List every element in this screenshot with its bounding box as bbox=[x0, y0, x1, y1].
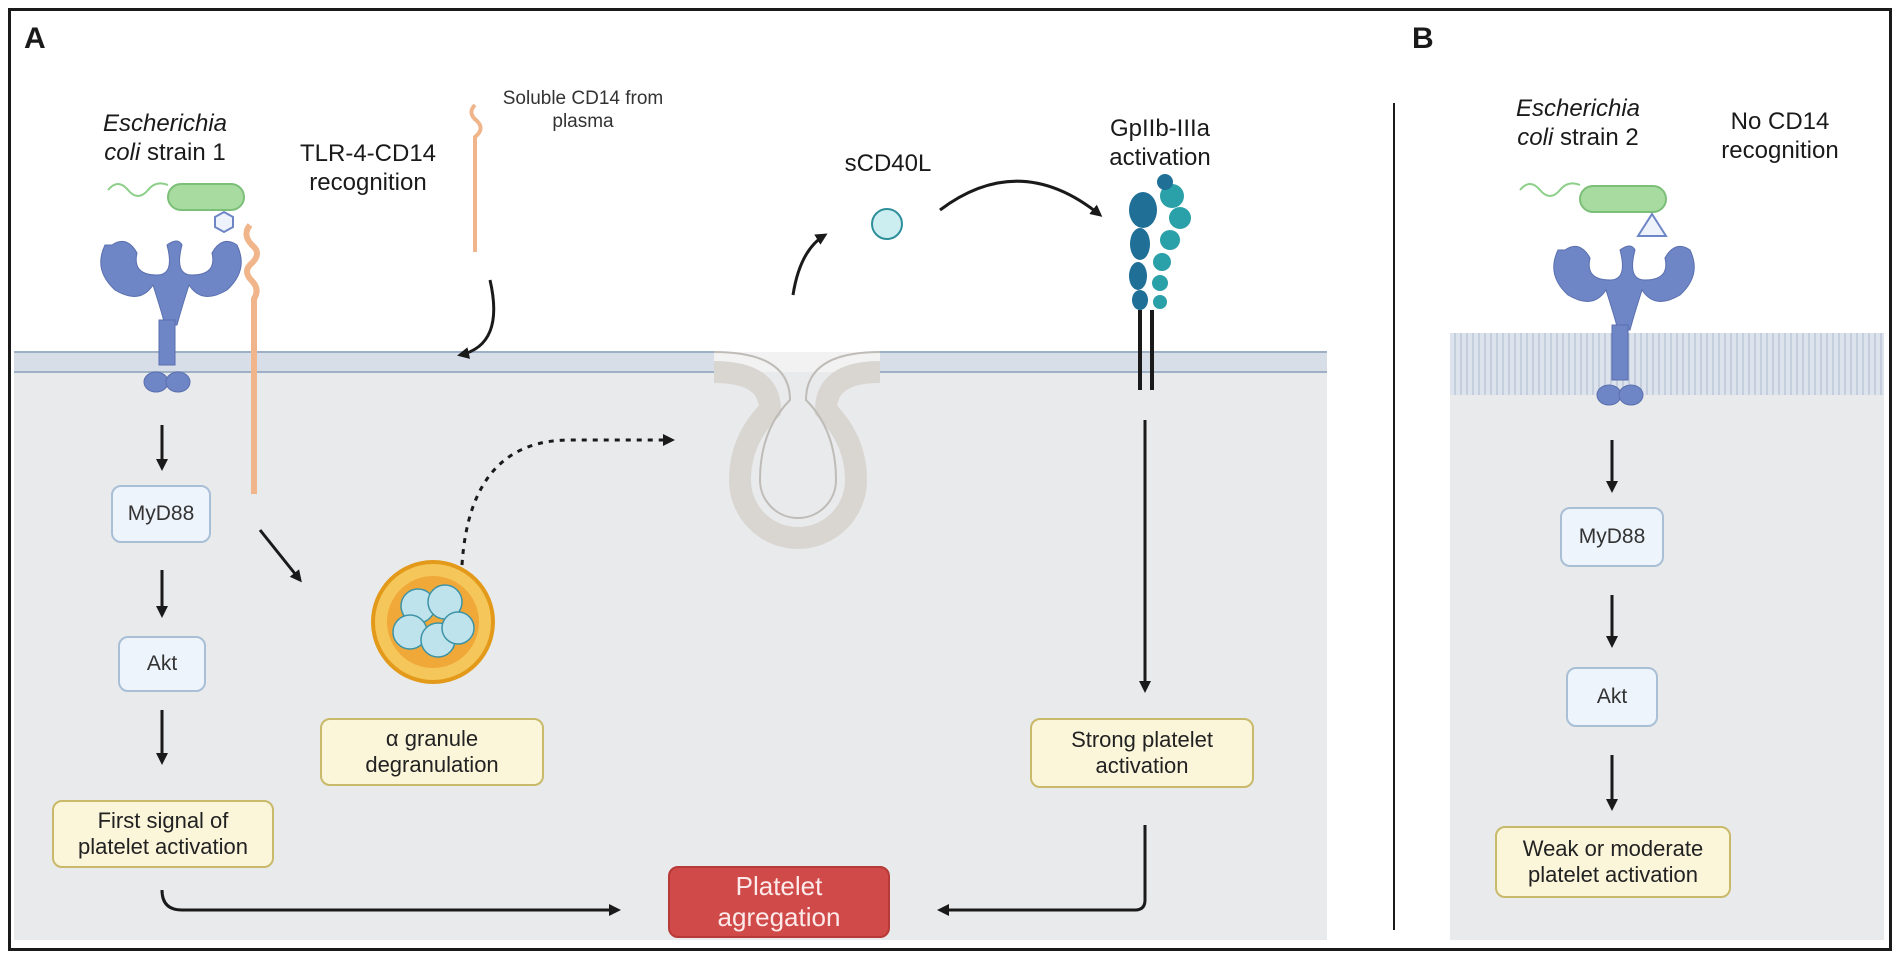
ecoli-strain-1-label: Escherichia coli strain 1 bbox=[102, 110, 228, 166]
myd88-box-a: MyD88 bbox=[111, 485, 211, 543]
scd40l-molecule bbox=[871, 208, 903, 240]
panel-letter-a: A bbox=[24, 22, 46, 55]
ecoli-strain-2-label: Escherichia coli strain 2 bbox=[1515, 95, 1641, 151]
cd14-soluble bbox=[469, 103, 483, 252]
membrane-b bbox=[1450, 333, 1884, 395]
tlr4-receptor-b bbox=[1553, 245, 1695, 406]
panel-letter-b: B bbox=[1412, 22, 1434, 55]
ecoli-strain-2 bbox=[1519, 182, 1668, 237]
membrane-a-left bbox=[14, 352, 714, 372]
alpha-granule bbox=[371, 560, 495, 684]
gpiib-iiia-integrin bbox=[1129, 174, 1191, 390]
myd88-box-b: MyD88 bbox=[1560, 507, 1664, 567]
ecoli-strain-1 bbox=[107, 182, 245, 234]
soluble-cd14-label: Soluble CD14 from plasma bbox=[502, 88, 664, 132]
scd40l-label: sCD40L bbox=[844, 150, 932, 177]
akt-box-a: Akt bbox=[118, 636, 206, 692]
no-cd14-recognition-label: No CD14 recognition bbox=[1721, 108, 1839, 164]
tlr4-cd14-recognition-label: TLR-4-CD14 recognition bbox=[299, 140, 437, 196]
cd14-membrane bbox=[243, 223, 260, 494]
exocytosis-pore bbox=[713, 351, 881, 549]
gpiib-iiia-label: GpIIb-IIIa activation bbox=[1109, 115, 1211, 171]
tlr4-receptor-a bbox=[100, 240, 242, 393]
membrane-a-right bbox=[880, 352, 1327, 372]
akt-box-b: Akt bbox=[1566, 667, 1658, 727]
